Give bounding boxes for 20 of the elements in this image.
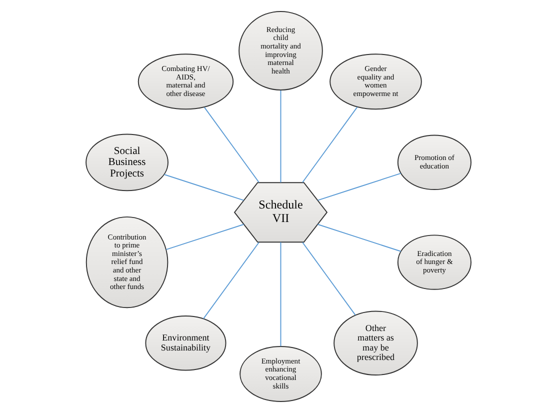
node-ellipse: Promotion of education [396, 134, 471, 190]
node-ellipse: Contribution to prime minister’s relief fund and other state and other funds [85, 216, 168, 308]
node-ellipse: Employment enhancing vocational skills [239, 346, 322, 402]
connector [280, 90, 281, 184]
connector [163, 174, 244, 201]
node-ellipse: Combating HV/ AIDS, maternal and other disease [137, 54, 234, 110]
node-ellipse: Environment Sustainability [144, 316, 226, 371]
connector [280, 242, 281, 347]
connector [316, 172, 401, 201]
connector [165, 224, 244, 250]
connector [203, 106, 259, 183]
connector [302, 106, 358, 183]
node-ellipse: Social Business Projects [85, 134, 168, 192]
connector [302, 242, 356, 316]
connector [202, 242, 259, 320]
connector [316, 224, 401, 252]
node-ellipse: Eradication of hunger & poverty [396, 234, 471, 290]
node-ellipse: Gender equality and women empowerme nt [329, 54, 422, 110]
node-circle: Reducing child mortality and improving maternal health [238, 10, 322, 91]
node-ellipse: Other matters as may be prescribed [333, 310, 418, 376]
